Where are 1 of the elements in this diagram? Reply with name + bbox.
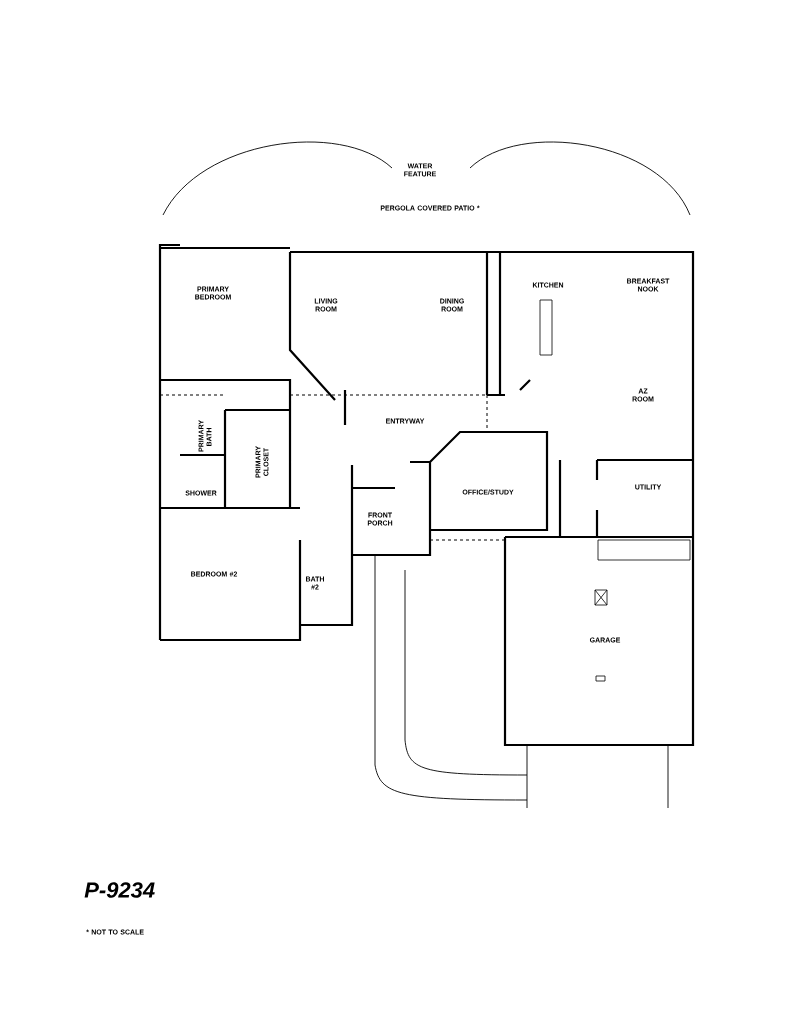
plan-title: P-9234 — [84, 882, 155, 898]
